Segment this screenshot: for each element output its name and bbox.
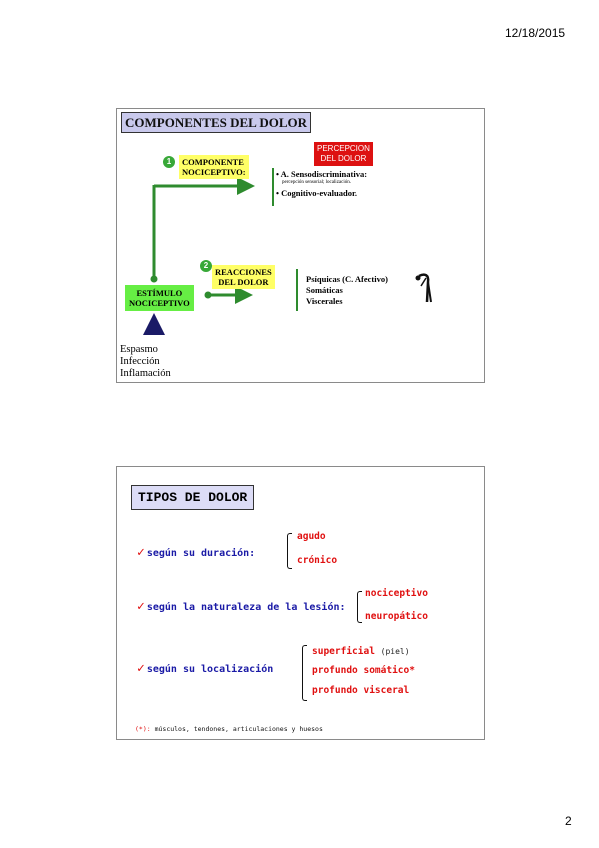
percepcion-line2: DEL DOLOR xyxy=(320,154,367,163)
category-naturaleza: ✓según la naturaleza de la lesión: xyxy=(137,599,346,614)
print-date: 12/18/2015 xyxy=(505,26,566,40)
check-icon: ✓ xyxy=(137,599,145,614)
reacciones-line1: REACCIONES xyxy=(215,267,272,277)
brace-duracion xyxy=(287,533,292,569)
slide2-title: TIPOS DE DOLOR xyxy=(131,485,255,510)
item-superficial-label: superficial xyxy=(312,646,375,657)
reaction-psiquicas: Psíquicas (C. Afectivo) xyxy=(306,274,388,284)
item-profundo-visceral: profundo visceral xyxy=(312,685,410,696)
cause-inflamacion: Inflamación xyxy=(120,368,171,379)
category-localizacion: ✓según su localización xyxy=(137,661,273,676)
reaction-viscerales: Viscerales xyxy=(306,296,343,306)
percepcion-divider xyxy=(272,168,274,206)
item-agudo: agudo xyxy=(297,531,326,542)
percepcion-del-dolor-box: PERCEPCION DEL DOLOR xyxy=(314,142,373,166)
reacciones-del-dolor-box: REACCIONES DEL DOLOR xyxy=(212,265,275,289)
reaction-somaticas: Somáticas xyxy=(306,285,343,295)
category-duracion: ✓según su duración: xyxy=(137,545,255,560)
step-2-badge: 2 xyxy=(200,260,212,272)
estimulo-line2: NOCICEPTIVO xyxy=(129,298,190,308)
category-duracion-label: según su duración: xyxy=(146,548,256,559)
cause-infeccion: Infección xyxy=(120,356,160,367)
node-dot-top xyxy=(150,275,158,283)
footnote-text: músculos, tendones, articulaciones y hue… xyxy=(154,725,323,733)
reacciones-line2: DEL DOLOR xyxy=(218,277,269,287)
estimulo-line1: ESTÍMULO xyxy=(136,288,183,298)
item-superficial: superficial (piel) xyxy=(312,646,410,657)
slide-componentes-del-dolor: COMPONENTES DEL DOLOR 1 COMPONENTE NOCIC… xyxy=(116,108,485,383)
percepcion-line1: PERCEPCION xyxy=(317,144,370,153)
componente-line2: NOCICEPTIVO: xyxy=(182,167,246,177)
slide-tipos-de-dolor: TIPOS DE DOLOR ✓según su duración: agudo… xyxy=(116,466,485,740)
bullet-sensodiscriminativa: • A. Sensodiscriminativa: xyxy=(276,169,368,179)
estimulo-nociceptivo-box: ESTÍMULO NOCICEPTIVO xyxy=(125,285,194,311)
item-nociceptivo: nociceptivo xyxy=(365,588,428,599)
footnote-mark: (*): xyxy=(135,725,151,733)
footnote: (*): músculos, tendones, articulaciones … xyxy=(135,725,323,733)
bent-person-icon xyxy=(415,273,432,303)
page-number: 2 xyxy=(565,814,572,828)
item-cronico: crónico xyxy=(297,555,338,566)
cause-espasmo: Espasmo xyxy=(120,344,158,355)
stimulus-triangle xyxy=(143,313,165,335)
percepcion-list: • A. Sensodiscriminativa: percepción sen… xyxy=(276,169,367,199)
reacciones-divider xyxy=(296,269,298,311)
item-superficial-note: (piel) xyxy=(380,647,410,656)
step-1-badge: 1 xyxy=(163,156,175,168)
category-naturaleza-label: según la naturaleza de la lesión: xyxy=(146,602,346,613)
item-profundo-somatico: profundo somático* xyxy=(312,665,415,676)
item-neuropatico: neuropático xyxy=(365,611,428,622)
brace-localizacion xyxy=(302,645,307,701)
check-icon: ✓ xyxy=(137,661,145,676)
flow-arrows xyxy=(143,177,255,335)
bullet-sensodiscriminativa-detail: percepción sensorial; localización. xyxy=(282,180,351,185)
slide1-title: COMPONENTES DEL DOLOR xyxy=(121,112,312,133)
category-localizacion-label: según su localización xyxy=(146,664,274,675)
bullet-cognitivo: • Cognitivo-evaluador. xyxy=(276,188,358,198)
reacciones-list: Psíquicas (C. Afectivo) Somáticas Viscer… xyxy=(306,274,388,307)
brace-naturaleza xyxy=(357,591,362,623)
componente-nociceptivo-box: COMPONENTE NOCICEPTIVO: xyxy=(179,155,249,179)
check-icon: ✓ xyxy=(137,545,145,560)
node-dot xyxy=(204,291,212,299)
componente-line1: COMPONENTE xyxy=(182,157,244,167)
causes-list: Espasmo Infección Inflamación xyxy=(120,344,171,380)
